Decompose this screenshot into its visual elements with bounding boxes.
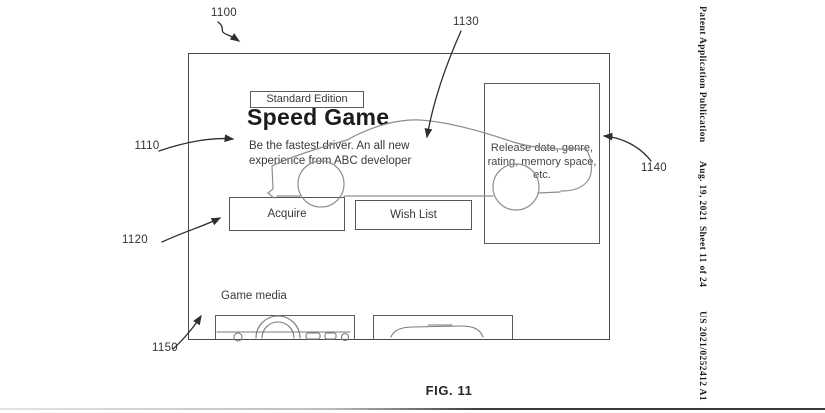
publication-label: Patent Application Publication [697, 6, 707, 143]
sheet-number: Sheet 11 of 24 [697, 226, 707, 288]
game-info-box: Release date, genre, rating, memory spac… [484, 83, 600, 244]
game-info-text: Release date, genre, rating, memory spac… [479, 142, 605, 183]
ref-label-1100: 1100 [211, 7, 237, 19]
game-media-label: Game media [221, 290, 287, 302]
game-title: Speed Game [247, 104, 390, 130]
game-description: Be the fastest driver. An all new experi… [249, 139, 489, 169]
acquire-button: Acquire [229, 197, 345, 231]
wishlist-button: Wish List [355, 200, 472, 230]
edition-badge: Standard Edition [250, 91, 364, 108]
game-info-line3: etc. [533, 169, 551, 181]
page-bottom-rule [0, 408, 825, 410]
ref-label-1140: 1140 [641, 162, 667, 174]
media-thumbnail-2 [373, 315, 513, 339]
game-description-line1: Be the fastest driver. An all new [249, 140, 410, 152]
publication-date: Aug. 19, 2021 [697, 161, 707, 222]
media-thumbnail-1 [215, 315, 355, 339]
ref-label-1150: 1150 [152, 342, 178, 354]
store-page-frame: Standard Edition Speed Game Be the faste… [188, 53, 610, 340]
ref-label-1120: 1120 [122, 234, 148, 246]
arrow-1140 [602, 132, 652, 162]
patent-header-strip: Patent Application Publication Aug. 19, … [697, 0, 715, 413]
patent-number: US 2021/0252412 A1 [697, 311, 707, 402]
arrow-1100 [217, 21, 241, 42]
ref-label-1130: 1130 [453, 16, 479, 28]
ref-label-1110: 1110 [134, 140, 160, 152]
figure-caption: FIG. 11 [425, 383, 473, 398]
game-info-line2: rating, memory space, [487, 155, 597, 168]
game-info-line1: Release date, genre, [490, 142, 594, 154]
game-description-line2: experience from ABC developer [249, 155, 412, 167]
